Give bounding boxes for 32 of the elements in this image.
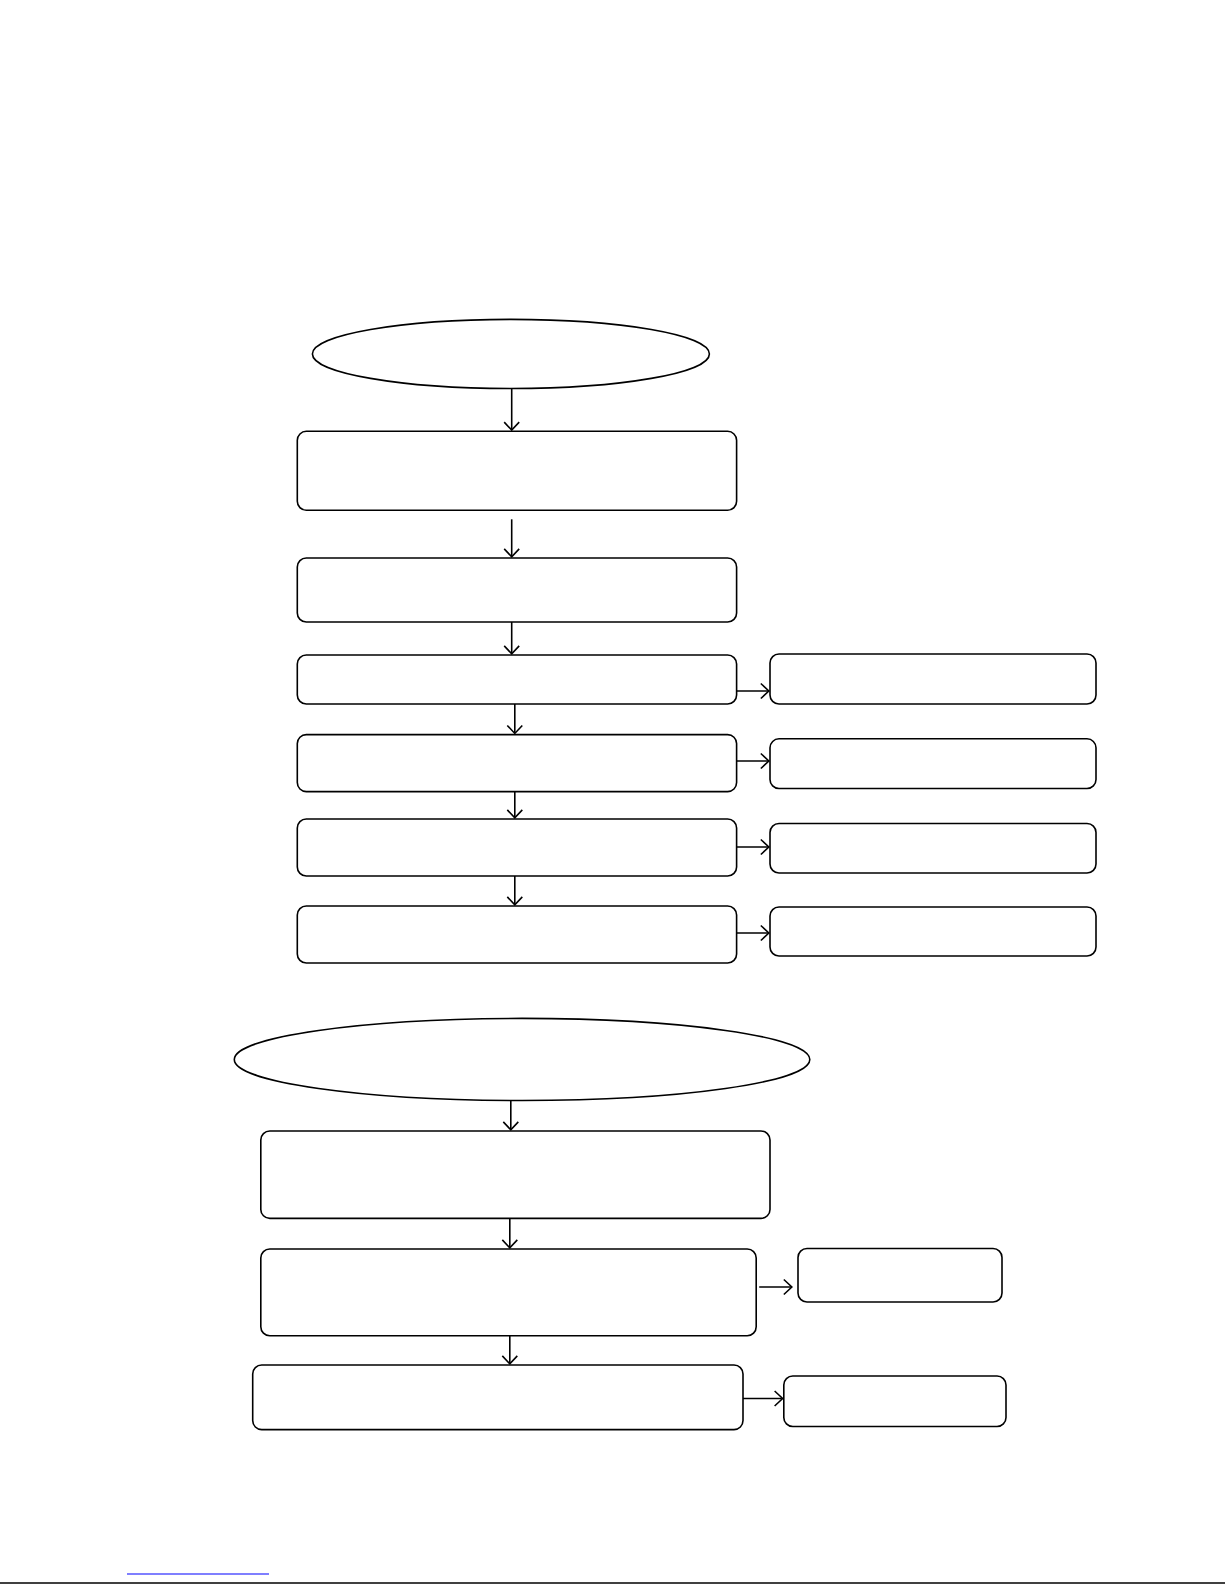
arrow [503,621,520,655]
arrow [758,1278,793,1296]
process-box [769,738,1097,790]
arrow [501,1334,519,1365]
ellipse [233,1017,811,1102]
arrow [742,1390,784,1407]
arrow [735,752,770,770]
process-box [769,653,1097,705]
arrow [735,682,770,700]
arrow [503,518,520,558]
process-box [769,906,1097,957]
process-box [296,654,738,705]
process-box [251,1364,744,1431]
arrow [506,790,524,819]
ellipse [311,318,711,390]
process-box [260,1248,757,1337]
arrow [735,838,770,856]
arrow [502,1099,520,1131]
process-box [260,1130,771,1220]
process-box [296,905,738,964]
process-box [783,1375,1007,1428]
process-box [296,733,738,793]
process-box [769,822,1097,874]
process-box [296,430,738,512]
arrow [735,924,770,942]
arrow [506,875,524,906]
process-box [797,1247,1003,1303]
process-box [296,557,738,623]
arrow [506,703,524,735]
process-box [296,818,738,877]
arrow [501,1217,519,1249]
arrow [503,387,520,432]
